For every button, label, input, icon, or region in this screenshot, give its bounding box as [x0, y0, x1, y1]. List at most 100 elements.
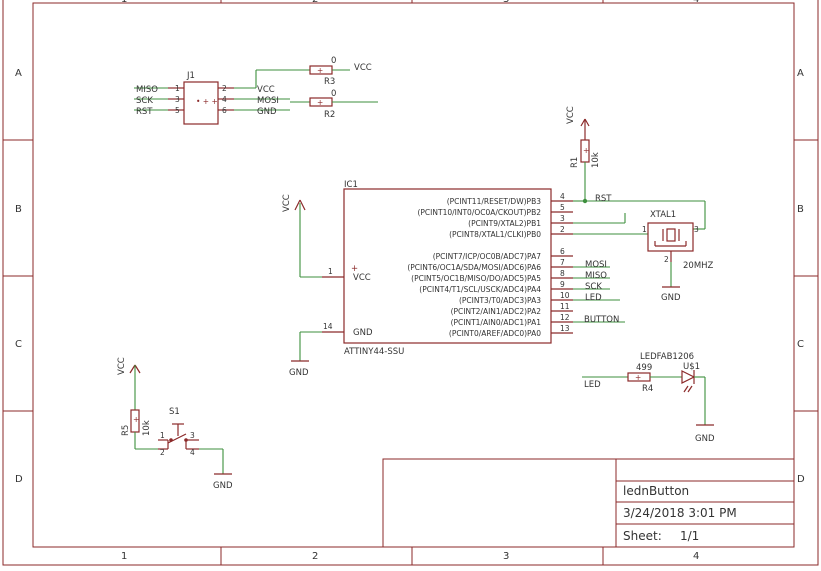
ic1-vcc-net-label: VCC: [282, 194, 292, 212]
j1-pin-5: 5: [175, 106, 180, 115]
j1-header[interactable]: J1 • + + MISO SCK RST 1 3 5 2 4 6 VCC MO…: [134, 71, 290, 125]
led-name: U$1: [683, 362, 700, 372]
svg-text:+: +: [317, 66, 323, 75]
ic1-pin-label: (PCINT1/AIN0/ADC1)PA1: [451, 318, 542, 327]
ic1-gnd-pin-num: 14: [323, 322, 333, 331]
r1-value: 10k: [591, 152, 601, 168]
ic1-pin-label: (PCINT4/T1/SCL/USCK/ADC4)PA4: [419, 285, 541, 294]
s1-pin-1: 1: [160, 431, 165, 440]
ic1-name: IC1: [344, 180, 358, 190]
svg-text:+: +: [583, 146, 589, 155]
r5-name: R5: [121, 425, 131, 436]
j1-signal-rst: RST: [136, 107, 153, 117]
net-miso-label: MISO: [585, 271, 607, 281]
svg-text:+: +: [635, 373, 641, 382]
xtal1-resonator[interactable]: XTAL1 20MHZ 1 2 3 GND: [642, 210, 714, 303]
r1-vcc-label: VCC: [566, 106, 576, 124]
svg-text:+: +: [317, 98, 323, 107]
ic1-pin-number: 10: [560, 291, 570, 300]
r1-name: R1: [570, 157, 580, 168]
j1-name: J1: [186, 71, 195, 81]
r1-pullup[interactable]: + VCC R1 10k RST: [566, 106, 625, 204]
ic1-plus-sign: +: [351, 264, 358, 274]
r2-value: 0: [331, 89, 336, 99]
r2-resistor[interactable]: + 0 R2: [290, 89, 378, 120]
ic1-pin-label: (PCINT0/AREF/ADC0)PA0: [449, 329, 541, 338]
svg-text:• + +: • + +: [196, 97, 218, 106]
s1-name: S1: [169, 407, 180, 417]
svg-text:+: +: [133, 415, 139, 424]
xtal1-gnd-label: GND: [661, 293, 681, 303]
ic1-pin-label: (PCINT2/AIN1/ADC2)PA2: [451, 307, 542, 316]
s1-pin-4: 4: [190, 448, 195, 457]
xtal1-value: 20MHZ: [683, 261, 714, 271]
row-label-d-right: D: [797, 474, 805, 485]
top-digit-1: 1: [121, 0, 127, 5]
r1-rst-label: RST: [595, 194, 612, 204]
s1-pin-3: 3: [190, 431, 195, 440]
r5-pullup[interactable]: + VCC R5 10k: [117, 357, 158, 450]
row-label-b-left: B: [15, 204, 22, 215]
row-label-a-right: A: [797, 68, 804, 79]
title-block: lednButton 3/24/2018 3:01 PM Sheet: 1/1: [382, 458, 795, 548]
r3-name: R3: [324, 77, 335, 87]
xtal1-pin-3: 3: [694, 225, 699, 234]
ic1-vcc-pin-num: 1: [328, 267, 333, 276]
title-block-sheet-label: Sheet:: [623, 529, 662, 543]
ic1-gnd-power: GND: [289, 331, 322, 378]
xtal1-pin-1: 1: [642, 225, 647, 234]
ic1-pin-label: (PCINT9/XTAL2)PB1: [468, 219, 541, 228]
j1-signal-sck: SCK: [136, 96, 153, 106]
ic1-pin-label: (PCINT5/OC1B/MISO/DO/ADC5)PA5: [411, 274, 541, 283]
col-label-4: 4: [693, 551, 699, 562]
j1-pin-3: 3: [175, 95, 180, 104]
col-label-3: 3: [503, 551, 509, 562]
ic1-pin-group: (PCINT11/RESET/DW)PB3 4 (PCINT10/INT0/OC0A…: [407, 192, 573, 338]
j1-signal-vcc: VCC: [257, 85, 275, 95]
j1-signal-mosi: MOSI: [257, 96, 279, 106]
ic1-gnd-net-label: GND: [289, 368, 309, 378]
ic1-pin-number: 4: [560, 192, 565, 201]
r4-resistor[interactable]: + LED 499 R4: [582, 363, 682, 394]
ic1-pin-number: 9: [560, 280, 565, 289]
s1-switch[interactable]: S1 1 2 3 4 GND: [158, 407, 233, 491]
col-label-2: 2: [312, 551, 318, 562]
ic1-net-wires: MOSI MISO SCK LED BUTTON: [573, 200, 706, 325]
r5-value: 10k: [142, 420, 152, 436]
ic1-chip[interactable]: IC1 ATTINY44-SSU + VCC GND 1 14 (PCINT11…: [322, 180, 573, 357]
ic1-part: ATTINY44-SSU: [344, 347, 404, 357]
ic1-pin-label: (PCINT10/INT0/OC0A/CKOUT)PB2: [417, 208, 541, 217]
ic1-pin-number: 12: [560, 313, 570, 322]
ic1-pin-label: (PCINT8/XTAL1/CLKI)PB0: [449, 230, 541, 239]
net-button-label: BUTTON: [584, 315, 619, 325]
s1-pin-2: 2: [160, 448, 165, 457]
ic1-pin-number: 5: [560, 203, 565, 212]
frame-labels: 1 2 3 4 1 2 3 4 A B C D A B C D: [15, 0, 805, 562]
ic1-pin-number: 8: [560, 269, 565, 278]
j1-pin-2: 2: [222, 84, 227, 93]
r4-net-label: LED: [584, 380, 601, 390]
r4-value: 499: [636, 363, 652, 373]
top-digit-4: 4: [693, 0, 699, 5]
j1-pin-4: 4: [222, 95, 227, 104]
led-gnd-label: GND: [695, 434, 715, 444]
col-label-1: 1: [121, 551, 127, 562]
ic1-vcc-power: VCC: [282, 194, 322, 278]
row-label-c-left: C: [15, 339, 22, 350]
ic1-pin-number: 13: [560, 324, 570, 333]
ic1-pin-number: 11: [560, 302, 570, 311]
ic1-pin-label: (PCINT3/T0/ADC3)PA3: [459, 296, 541, 305]
led-diode[interactable]: LEDFAB1206 U$1 GND: [640, 352, 715, 444]
xtal1-name: XTAL1: [650, 210, 676, 220]
j1-signal-miso: MISO: [136, 85, 158, 95]
r3-resistor[interactable]: + 0 R3 VCC: [255, 56, 372, 88]
ic1-gnd-pin-label: GND: [353, 328, 373, 338]
row-label-a-left: A: [15, 68, 22, 79]
led-part: LEDFAB1206: [640, 352, 694, 362]
r2-name: R2: [324, 110, 335, 120]
ic1-pin-label: (PCINT11/RESET/DW)PB3: [447, 197, 542, 206]
top-digit-2: 2: [312, 0, 318, 5]
ic1-vcc-pin-label: VCC: [353, 273, 371, 283]
j1-pin-1: 1: [175, 84, 180, 93]
